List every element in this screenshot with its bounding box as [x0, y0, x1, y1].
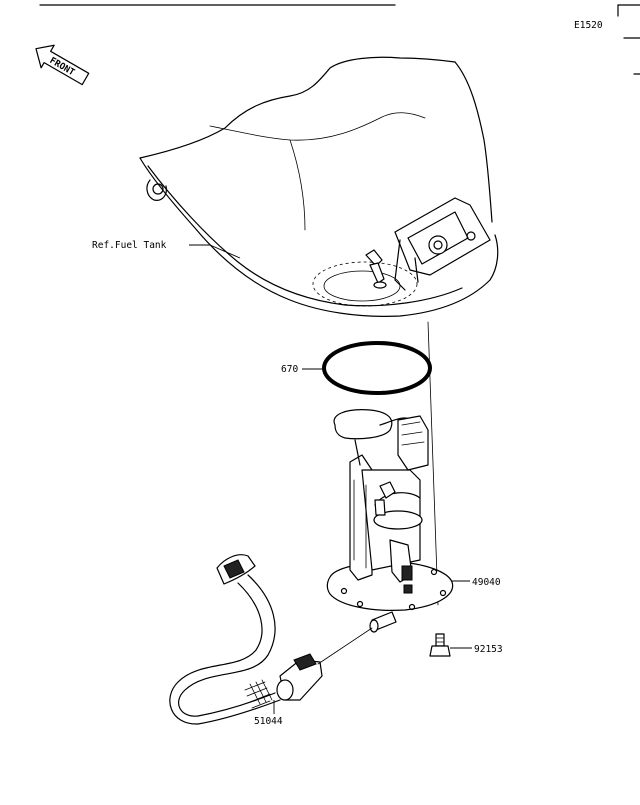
- diagram-code: E1520: [574, 20, 603, 31]
- callout-670: 670: [281, 364, 298, 375]
- bolt-92153: [429, 633, 451, 657]
- fuel-tank-drawing: [139, 56, 499, 317]
- page-frame: [39, 4, 640, 75]
- callout-ref-fuel-tank: Ref.Fuel Tank: [92, 240, 167, 251]
- callout-92153: 92153: [474, 644, 503, 655]
- callout-51044: 51044: [254, 716, 283, 727]
- fuel-hose-51044: [169, 554, 323, 725]
- connection-line: [317, 627, 373, 665]
- callout-49040: 49040: [472, 577, 501, 588]
- leader-lines: [189, 244, 472, 714]
- o-ring-670: [322, 341, 432, 395]
- assembly-axis-line: [427, 321, 439, 606]
- front-arrow-icon: FRONT: [35, 44, 90, 86]
- fuel-pump-49040: [326, 409, 454, 633]
